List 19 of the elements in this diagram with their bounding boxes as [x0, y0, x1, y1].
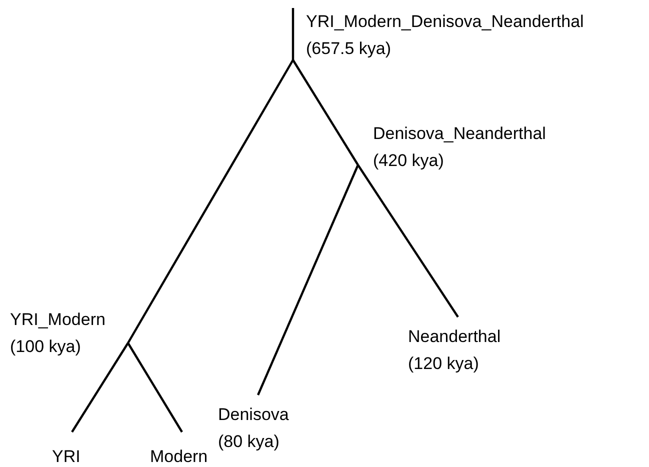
tree-branch: [71, 342, 129, 433]
date-label: (100 kya): [10, 336, 82, 358]
date-label: (80 kya): [218, 431, 280, 453]
tree-branch: [292, 59, 359, 166]
date-label: (657.5 kya): [306, 38, 392, 60]
taxon-label: YRI_Modern: [10, 309, 106, 331]
tree-branch: [357, 164, 459, 318]
taxon-label: Modern: [150, 446, 208, 467]
taxon-label: YRI_Modern_Denisova_Neanderthal: [306, 11, 584, 33]
taxon-label: Denisova_Neanderthal: [373, 123, 546, 145]
tree-branch: [127, 342, 183, 433]
date-label: (120 kya): [408, 353, 480, 375]
tree-branch: [257, 164, 359, 396]
tree-branch: [127, 59, 294, 344]
tree-branch: [292, 8, 294, 60]
taxon-label: Denisova: [218, 404, 289, 426]
taxon-label: YRI: [52, 446, 80, 467]
taxon-label: Neanderthal: [408, 326, 501, 348]
date-label: (420 kya): [373, 150, 445, 172]
